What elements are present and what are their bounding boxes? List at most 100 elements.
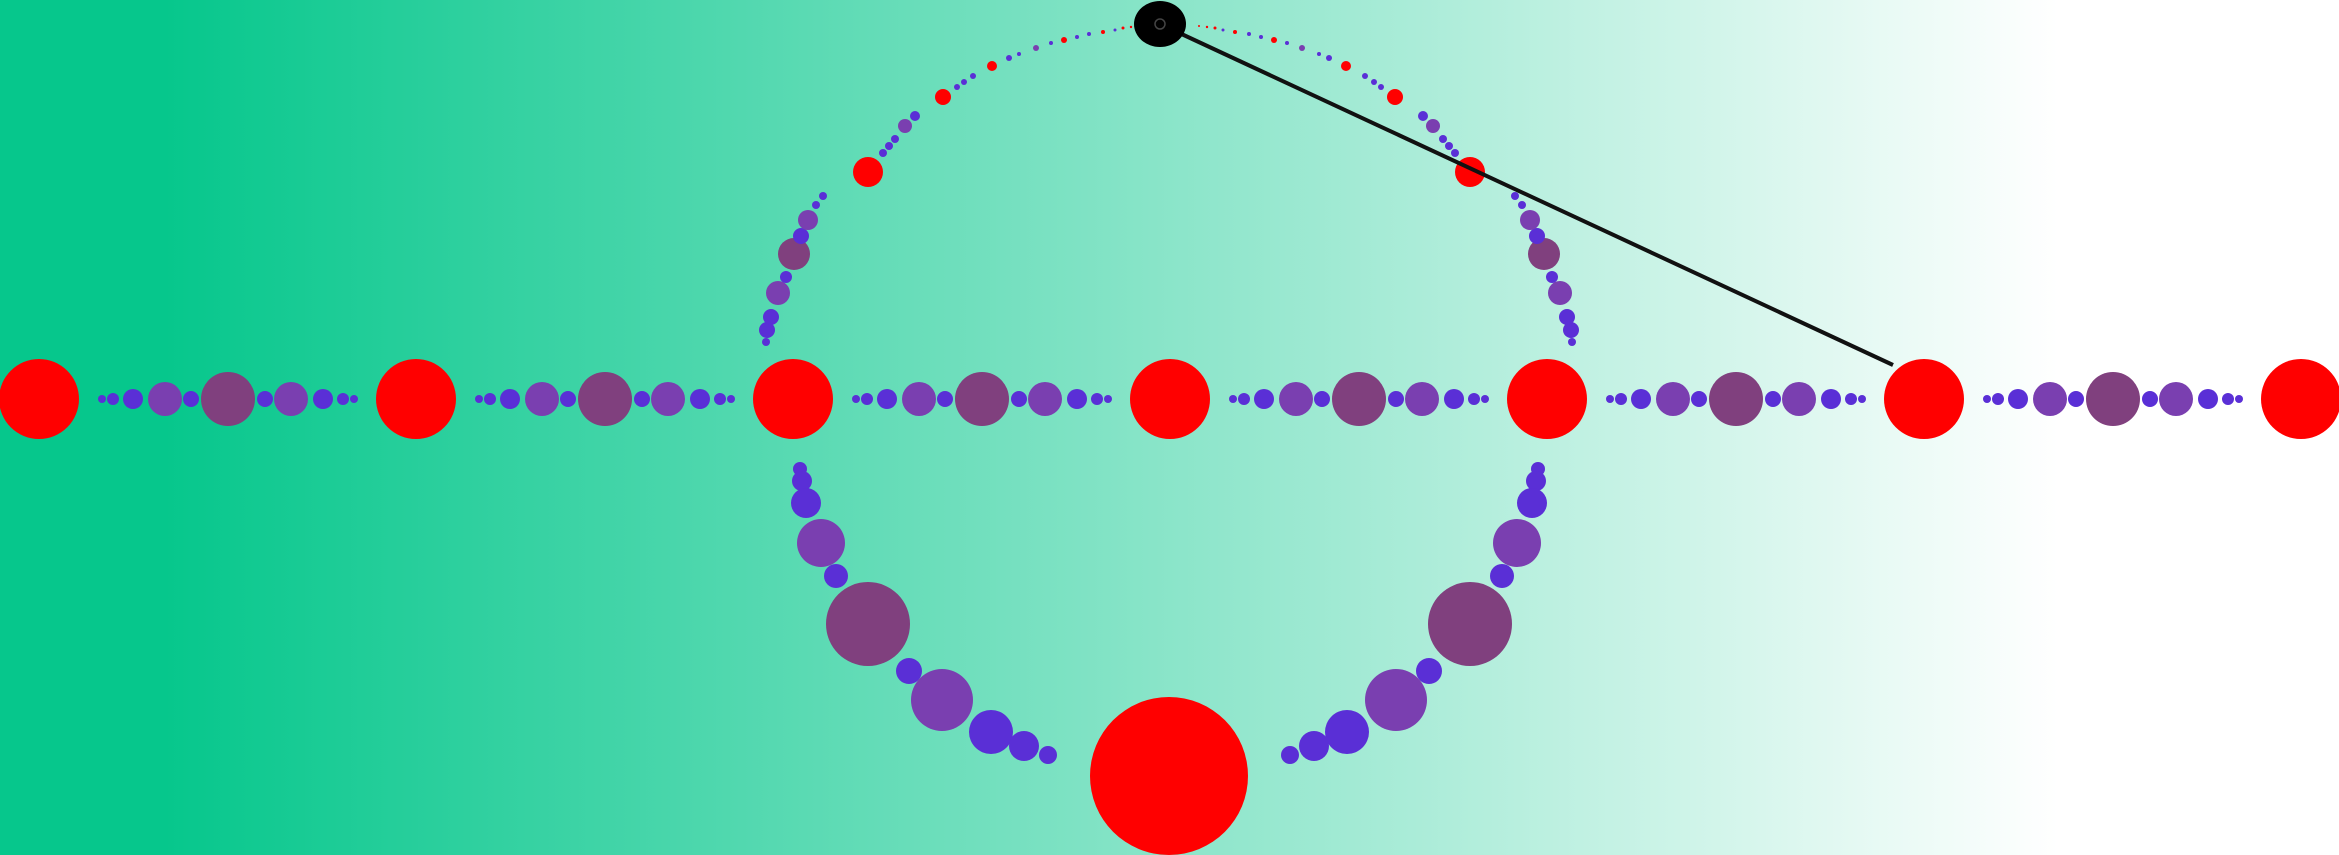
ring-dot (1326, 55, 1332, 61)
row-dot (1229, 395, 1237, 403)
row-dot (1858, 395, 1866, 403)
circular-dot-ring (759, 25, 1579, 855)
ring-dot (1075, 35, 1079, 39)
ring-dot (1221, 28, 1225, 32)
row-dot (2222, 393, 2234, 405)
ring-dot (910, 111, 920, 121)
ring-dot (961, 79, 967, 85)
ring-dot (911, 669, 973, 731)
ring-dot (1568, 338, 1576, 346)
ring-dot (1511, 192, 1519, 200)
row-dot (313, 389, 333, 409)
ring-dot (1548, 281, 1572, 305)
ring-dot (987, 61, 997, 71)
ring-dot (1205, 25, 1209, 29)
ring-dot (891, 135, 899, 143)
row-dot (1332, 372, 1386, 426)
ring-dot (1559, 309, 1575, 325)
row-dot (651, 382, 685, 416)
ring-dot (1529, 228, 1545, 244)
pendulum-bob (1134, 1, 1186, 47)
red-dot (1130, 359, 1210, 439)
row-dot (274, 382, 308, 416)
ring-dot (1418, 111, 1428, 121)
ring-dot (1416, 658, 1442, 684)
pendulum-rod (1159, 22, 1894, 367)
row-dot (1691, 391, 1707, 407)
ring-dot (812, 201, 820, 209)
row-dot (2142, 391, 2158, 407)
ring-dot (1317, 52, 1321, 56)
row-dot (861, 393, 873, 405)
row-dot (560, 391, 576, 407)
row-dot (902, 382, 936, 416)
row-dot (634, 391, 650, 407)
ring-dot (1520, 210, 1540, 230)
ring-dot (797, 519, 845, 567)
row-dot (1254, 389, 1274, 409)
red-dot (2261, 359, 2339, 439)
ring-dot (1129, 25, 1133, 29)
row-dot (2235, 395, 2243, 403)
pendulum (1134, 1, 1894, 367)
ring-dot (759, 322, 775, 338)
ring-dot (763, 309, 779, 325)
ring-dot (1049, 41, 1053, 45)
row-dot (1279, 382, 1313, 416)
row-dot (1314, 391, 1330, 407)
ring-dot (896, 658, 922, 684)
ring-dot (1271, 37, 1277, 43)
ring-dot (791, 488, 821, 518)
row-dot (337, 393, 349, 405)
ring-dot (1362, 73, 1368, 79)
ring-dot (1101, 30, 1105, 34)
row-dot (350, 395, 358, 403)
row-dot (201, 372, 255, 426)
red-dot (376, 359, 456, 439)
ring-dot (798, 210, 818, 230)
row-dot (123, 389, 143, 409)
row-dot (484, 393, 496, 405)
row-dot (1983, 395, 1991, 403)
ring-dot (1493, 519, 1541, 567)
row-dot (1011, 391, 1027, 407)
row-dot (1091, 393, 1103, 405)
row-dot (1405, 382, 1439, 416)
ring-dot (935, 89, 951, 105)
ring-dot (780, 271, 792, 283)
row-dot (525, 382, 559, 416)
ring-dot (1121, 26, 1125, 30)
ring-dot (1281, 746, 1299, 764)
ring-dot (879, 149, 887, 157)
ring-dot (1563, 322, 1579, 338)
ring-dot (1445, 142, 1453, 150)
row-dot (1388, 391, 1404, 407)
row-dot (1782, 382, 1816, 416)
ring-dot (1009, 731, 1039, 761)
row-dot (1631, 389, 1651, 409)
red-dot (753, 359, 833, 439)
row-dot (1067, 389, 1087, 409)
ring-dot (1061, 37, 1067, 43)
ring-dot (1285, 41, 1289, 45)
ring-dot (1517, 488, 1547, 518)
ring-dot (1039, 746, 1057, 764)
ring-dot (1213, 26, 1217, 30)
ring-dot (1299, 731, 1329, 761)
row-dot (1104, 395, 1112, 403)
ring-dot (898, 119, 912, 133)
ring-dot (1528, 238, 1560, 270)
row-dot (937, 391, 953, 407)
row-dot (1481, 395, 1489, 403)
ring-dot (1341, 61, 1351, 71)
ring-dot (792, 471, 812, 491)
ring-dot (954, 84, 960, 90)
ring-dot (969, 710, 1013, 754)
ring-dot (1451, 149, 1459, 157)
row-dot (1821, 389, 1841, 409)
ring-dot (1518, 201, 1526, 209)
ring-dot (1113, 28, 1117, 32)
ring-dot (778, 238, 810, 270)
row-dot (1845, 393, 1857, 405)
row-dot (257, 391, 273, 407)
